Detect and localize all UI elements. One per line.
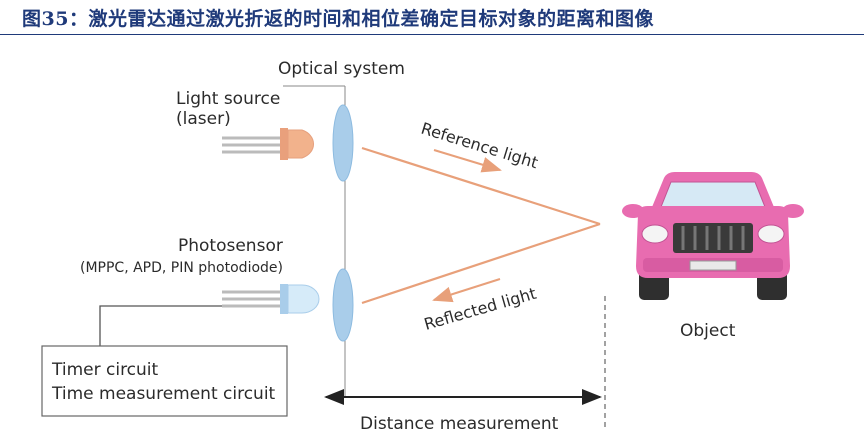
title-bar: 图35：激光雷达通过激光折返的时间和相位差确定目标对象的距离和图像: [0, 0, 864, 35]
light-source-sub-label: (laser): [176, 109, 231, 129]
laser-led-icon: [222, 128, 314, 160]
reflected-beam: [361, 222, 601, 305]
car-icon: [622, 172, 804, 300]
reflected-arrow-icon: [432, 278, 501, 303]
distance-measurement-label: Distance measurement: [360, 414, 559, 434]
reference-arrow-icon: [433, 149, 502, 173]
photosensor-label: Photosensor: [178, 236, 283, 256]
time-measurement-label: Time measurement circuit: [51, 384, 276, 404]
timer-circuit-label: Timer circuit: [51, 360, 159, 380]
reflected-light-label: Reflected light: [422, 284, 539, 334]
object-label: Object: [680, 321, 736, 341]
optical-system-label: Optical system: [278, 59, 405, 79]
photosensor-led-icon: [222, 284, 320, 314]
photosensor-sub-label: (MPPC, APD, PIN photodiode): [80, 260, 283, 276]
lower-lens: [332, 268, 354, 342]
reference-beam: [361, 146, 601, 226]
upper-lens: [332, 104, 354, 182]
light-source-label: Light source: [176, 89, 280, 109]
timer-circuit-box: [41, 345, 288, 417]
sensor-wire: [99, 305, 222, 346]
figure-title: 图35：激光雷达通过激光折返的时间和相位差确定目标对象的距离和图像: [22, 8, 654, 30]
